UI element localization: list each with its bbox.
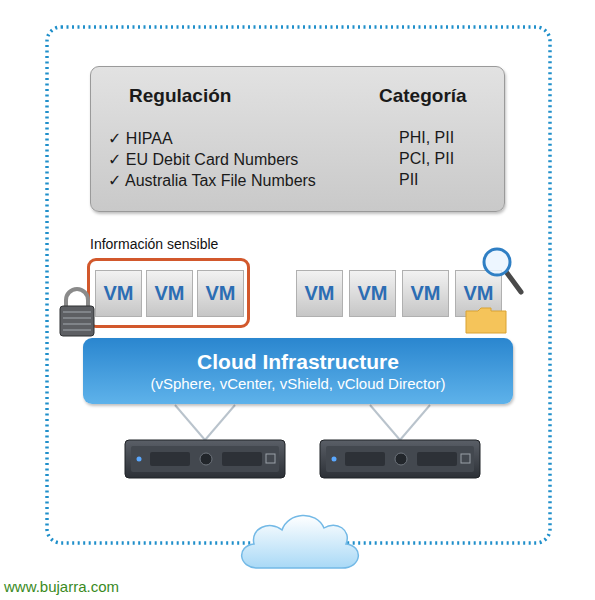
- infrastructure-band: Cloud Infrastructure(vSphere, vCenter, v…: [83, 338, 513, 404]
- column-header: Regulación: [129, 85, 231, 107]
- watermark: www.bujarra.com: [4, 578, 119, 595]
- cloud-icon: [242, 515, 359, 568]
- server-icon: [320, 440, 480, 478]
- magnifier-icon: [484, 249, 521, 292]
- vm-label: VM: [104, 282, 134, 305]
- server-icon: [125, 440, 285, 478]
- table-cell: PCI, PII: [399, 150, 454, 168]
- group-heading: Información sensible: [90, 236, 218, 252]
- folder-icon: [466, 308, 506, 333]
- vm-box: VM: [146, 270, 193, 317]
- vm-label: VM: [305, 282, 335, 305]
- vm-box: VM: [402, 270, 449, 317]
- vm-label: VM: [358, 282, 388, 305]
- vm-label: VM: [206, 282, 236, 305]
- vm-label: VM: [155, 282, 185, 305]
- connection-lines: [175, 405, 430, 440]
- table-cell: PII: [399, 171, 419, 189]
- table-cell: ✓ HIPAA: [108, 129, 173, 148]
- vm-box: VM: [296, 270, 343, 317]
- sensitive-group: Información sensibleVMVMVM: [87, 258, 250, 328]
- table-cell: ✓ EU Debit Card Numbers: [108, 150, 298, 169]
- table-cell: PHI, PII: [399, 129, 454, 147]
- vm-label: VM: [411, 282, 441, 305]
- vm-box: VM: [95, 270, 142, 317]
- band-title: Cloud Infrastructure: [197, 349, 399, 374]
- regulation-table: Regulación Categoría ✓ HIPAA PHI, PII ✓ EU D…: [90, 66, 505, 212]
- table-cell: ✓ Australia Tax File Numbers: [108, 171, 316, 190]
- vm-box: VM: [349, 270, 396, 317]
- lock-icon: [60, 289, 94, 336]
- column-header: Categoría: [379, 85, 467, 107]
- band-subtitle: (vSphere, vCenter, vShield, vCloud Direc…: [150, 375, 445, 393]
- vm-box: VM: [197, 270, 244, 317]
- vm-label: VM: [464, 282, 494, 305]
- vm-box: VM: [455, 270, 502, 317]
- cloud-boundary: [47, 27, 550, 543]
